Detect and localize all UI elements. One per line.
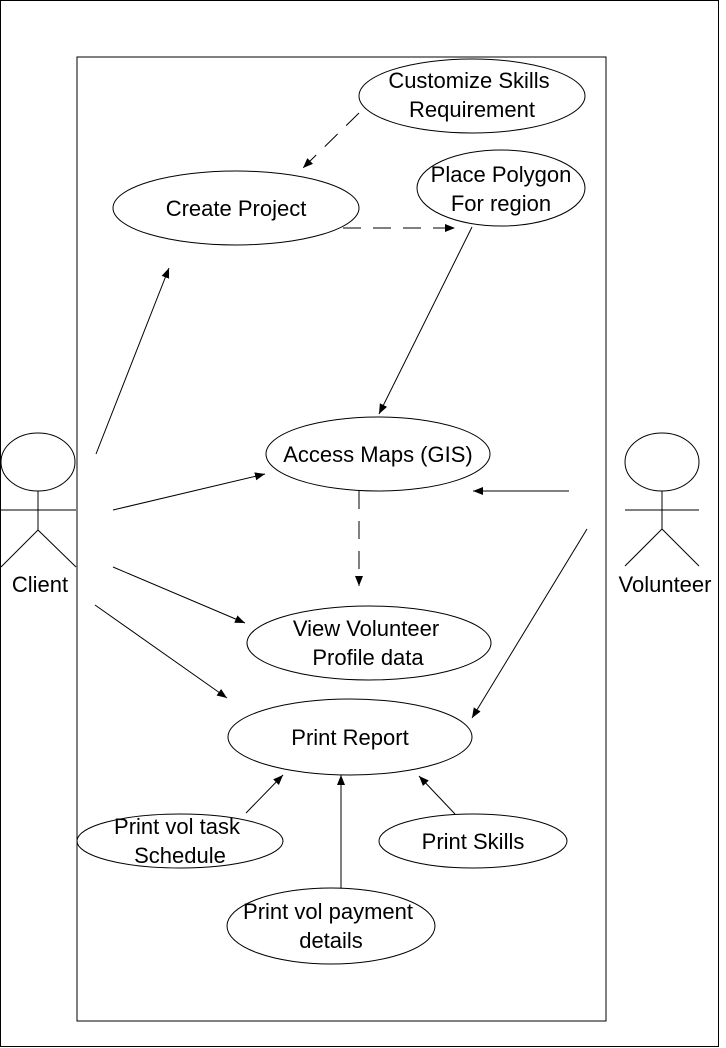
actor-volunteer[interactable]: Volunteer	[619, 432, 712, 597]
use-case-label: Customize Skills	[388, 68, 549, 93]
use-case-view-volunteer-profile[interactable]: View Volunteer Profile data	[246, 605, 492, 681]
use-case-access-maps[interactable]: Access Maps (GIS)	[265, 416, 491, 492]
arrow-client-create-project	[95, 267, 170, 455]
use-case-place-polygon[interactable]: Place Polygon For region	[416, 149, 586, 227]
arrow-task-schedule-print-report	[245, 774, 284, 814]
use-case-label: Schedule	[134, 843, 226, 868]
use-case-print-payment[interactable]: Print vol payment details	[226, 887, 436, 965]
use-case-label: View Volunteer	[293, 616, 439, 641]
actor-head-icon	[624, 432, 700, 492]
use-case-label: Print Skills	[422, 829, 525, 854]
arrow-skills-print-report	[418, 775, 456, 815]
use-case-label: For region	[451, 191, 551, 216]
actor-leg-right	[37, 529, 77, 568]
arrow-client-print-report	[94, 604, 228, 699]
actor-leg-right	[661, 528, 700, 567]
use-case-customize-skills[interactable]: Customize Skills Requirement	[358, 58, 586, 134]
actor-leg-left	[624, 528, 663, 567]
use-case-print-skills[interactable]: Print Skills	[378, 813, 568, 869]
use-case-label: details	[299, 928, 363, 953]
system-boundary	[76, 56, 607, 1022]
arrow-client-access-maps	[112, 472, 266, 511]
use-case-label: Profile data	[312, 645, 424, 670]
use-case-print-task-schedule[interactable]: Print vol task Schedule	[76, 813, 284, 869]
actor-head-icon	[0, 432, 76, 492]
actor-client[interactable]: Client	[0, 432, 77, 597]
use-case-create-project[interactable]: Create Project	[112, 170, 360, 246]
use-case-label: Access Maps (GIS)	[283, 442, 472, 467]
actor-label: Client	[12, 572, 68, 597]
use-case-label: Place Polygon	[431, 162, 572, 187]
arrow-client-view-profile	[112, 566, 246, 624]
use-case-label: Create Project	[166, 196, 307, 221]
use-case-label: Requirement	[409, 97, 535, 122]
use-case-print-report[interactable]: Print Report	[227, 698, 473, 776]
arrow-customize-create-project	[302, 112, 360, 169]
arrow-polygon-access-maps	[378, 226, 473, 415]
use-case-label: Print vol task	[114, 814, 241, 839]
arrow-volunteer-print-report	[471, 528, 588, 719]
actor-label: Volunteer	[619, 572, 712, 597]
use-case-label: Print vol payment	[243, 899, 413, 924]
use-case-label: Print Report	[291, 725, 408, 750]
actor-leg-left	[0, 529, 39, 568]
